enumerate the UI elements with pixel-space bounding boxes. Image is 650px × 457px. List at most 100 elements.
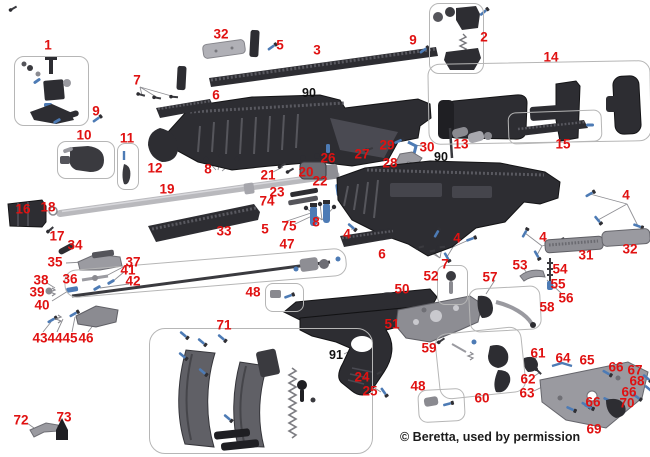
part-label-45: 45	[62, 330, 78, 346]
part-label-90: 90	[434, 149, 448, 164]
part-label-3: 3	[313, 42, 321, 58]
part-label-41: 41	[120, 262, 136, 278]
part-label-66: 66	[608, 359, 624, 375]
group-box-71	[149, 328, 373, 454]
part-label-66: 66	[585, 394, 601, 410]
part-label-14: 14	[543, 49, 559, 65]
top-rail-group	[91, 29, 438, 124]
part-label-21: 21	[260, 167, 276, 183]
part-label-54: 54	[552, 261, 568, 277]
part-label-13: 13	[453, 136, 469, 152]
part-label-60: 60	[474, 390, 490, 406]
group-box-1	[14, 56, 89, 126]
part-label-4: 4	[539, 229, 547, 245]
part-label-36: 36	[62, 271, 78, 287]
part-label-38: 38	[33, 272, 49, 288]
part-label-7: 7	[133, 72, 141, 88]
part-label-25: 25	[362, 383, 378, 399]
part-label-12: 12	[147, 160, 163, 176]
part-label-74: 74	[259, 193, 275, 209]
part-label-26: 26	[320, 150, 336, 166]
part-label-5: 5	[276, 37, 284, 53]
part-label-27: 27	[354, 146, 370, 162]
part-label-68: 68	[629, 373, 645, 389]
part-label-4: 4	[622, 187, 630, 203]
part-label-32: 32	[213, 26, 229, 42]
part-label-50: 50	[394, 281, 410, 297]
part-label-30: 30	[419, 139, 435, 155]
group-box-2	[429, 3, 484, 74]
part-label-48: 48	[410, 378, 426, 394]
part-label-46: 46	[78, 330, 94, 346]
part-label-73: 73	[56, 409, 72, 425]
part-label-69: 69	[586, 421, 602, 437]
part-label-1: 1	[44, 37, 52, 53]
group-box-48a	[265, 283, 304, 312]
part-label-19: 19	[159, 181, 175, 197]
part-label-33: 33	[216, 223, 232, 239]
group-box-11	[117, 143, 139, 190]
part-label-35: 35	[47, 254, 63, 270]
part-label-39: 39	[29, 284, 45, 300]
part-label-10: 10	[76, 127, 92, 143]
part-label-66: 66	[621, 384, 637, 400]
part-label-47: 47	[279, 236, 295, 252]
part-label-6: 6	[212, 87, 220, 103]
part-label-4: 4	[453, 230, 461, 246]
part-label-57: 57	[482, 269, 498, 285]
part-label-7: 7	[441, 256, 449, 272]
part-label-61: 61	[530, 345, 546, 361]
part-label-70: 70	[619, 395, 635, 411]
part-label-2: 2	[480, 29, 488, 45]
part-label-24: 24	[354, 369, 370, 385]
copyright-text: © Beretta, used by permission	[400, 430, 581, 444]
part-label-59: 59	[421, 340, 437, 356]
part-label-29: 29	[379, 137, 395, 153]
part-label-8: 8	[312, 214, 320, 230]
part-label-6: 6	[378, 246, 386, 262]
group-box-10	[57, 141, 115, 179]
part-label-11: 11	[119, 130, 135, 146]
part-label-72: 72	[13, 412, 29, 428]
part-label-15: 15	[555, 136, 571, 152]
part-label-31: 31	[578, 247, 594, 263]
buttplate-group	[539, 361, 650, 429]
part-label-53: 53	[512, 257, 528, 273]
part-label-20: 20	[298, 164, 314, 180]
part-label-90: 90	[302, 85, 316, 100]
part-label-55: 55	[550, 276, 566, 292]
part-label-64: 64	[555, 350, 571, 366]
bolt-carrier-group	[45, 243, 341, 328]
part-label-65: 65	[579, 352, 595, 368]
part-label-51: 51	[384, 316, 400, 332]
part-label-52: 52	[423, 268, 439, 284]
part-label-17: 17	[49, 228, 65, 244]
part-label-67: 67	[627, 362, 643, 378]
part-label-58: 58	[539, 299, 555, 315]
part-label-5: 5	[261, 221, 269, 237]
part-label-16: 16	[15, 201, 31, 217]
lower-receiver-group	[336, 160, 650, 264]
part-label-8: 8	[204, 161, 212, 177]
group-box-52	[437, 265, 468, 305]
bolt-head-parts-group	[8, 4, 79, 125]
part-label-91: 91	[329, 347, 343, 362]
part-label-23: 23	[269, 184, 285, 200]
trigger-group	[395, 258, 553, 408]
part-label-42: 42	[125, 273, 141, 289]
part-label-62: 62	[520, 371, 536, 387]
part-label-56: 56	[558, 290, 574, 306]
part-label-75: 75	[281, 218, 297, 234]
part-label-32: 32	[622, 241, 638, 257]
part-label-22: 22	[312, 173, 328, 189]
part-label-4: 4	[343, 226, 351, 242]
barrel-group	[7, 163, 340, 242]
part-label-9: 9	[409, 32, 417, 48]
part-label-44: 44	[47, 330, 63, 346]
part-label-40: 40	[34, 297, 50, 313]
part-label-48: 48	[245, 284, 261, 300]
